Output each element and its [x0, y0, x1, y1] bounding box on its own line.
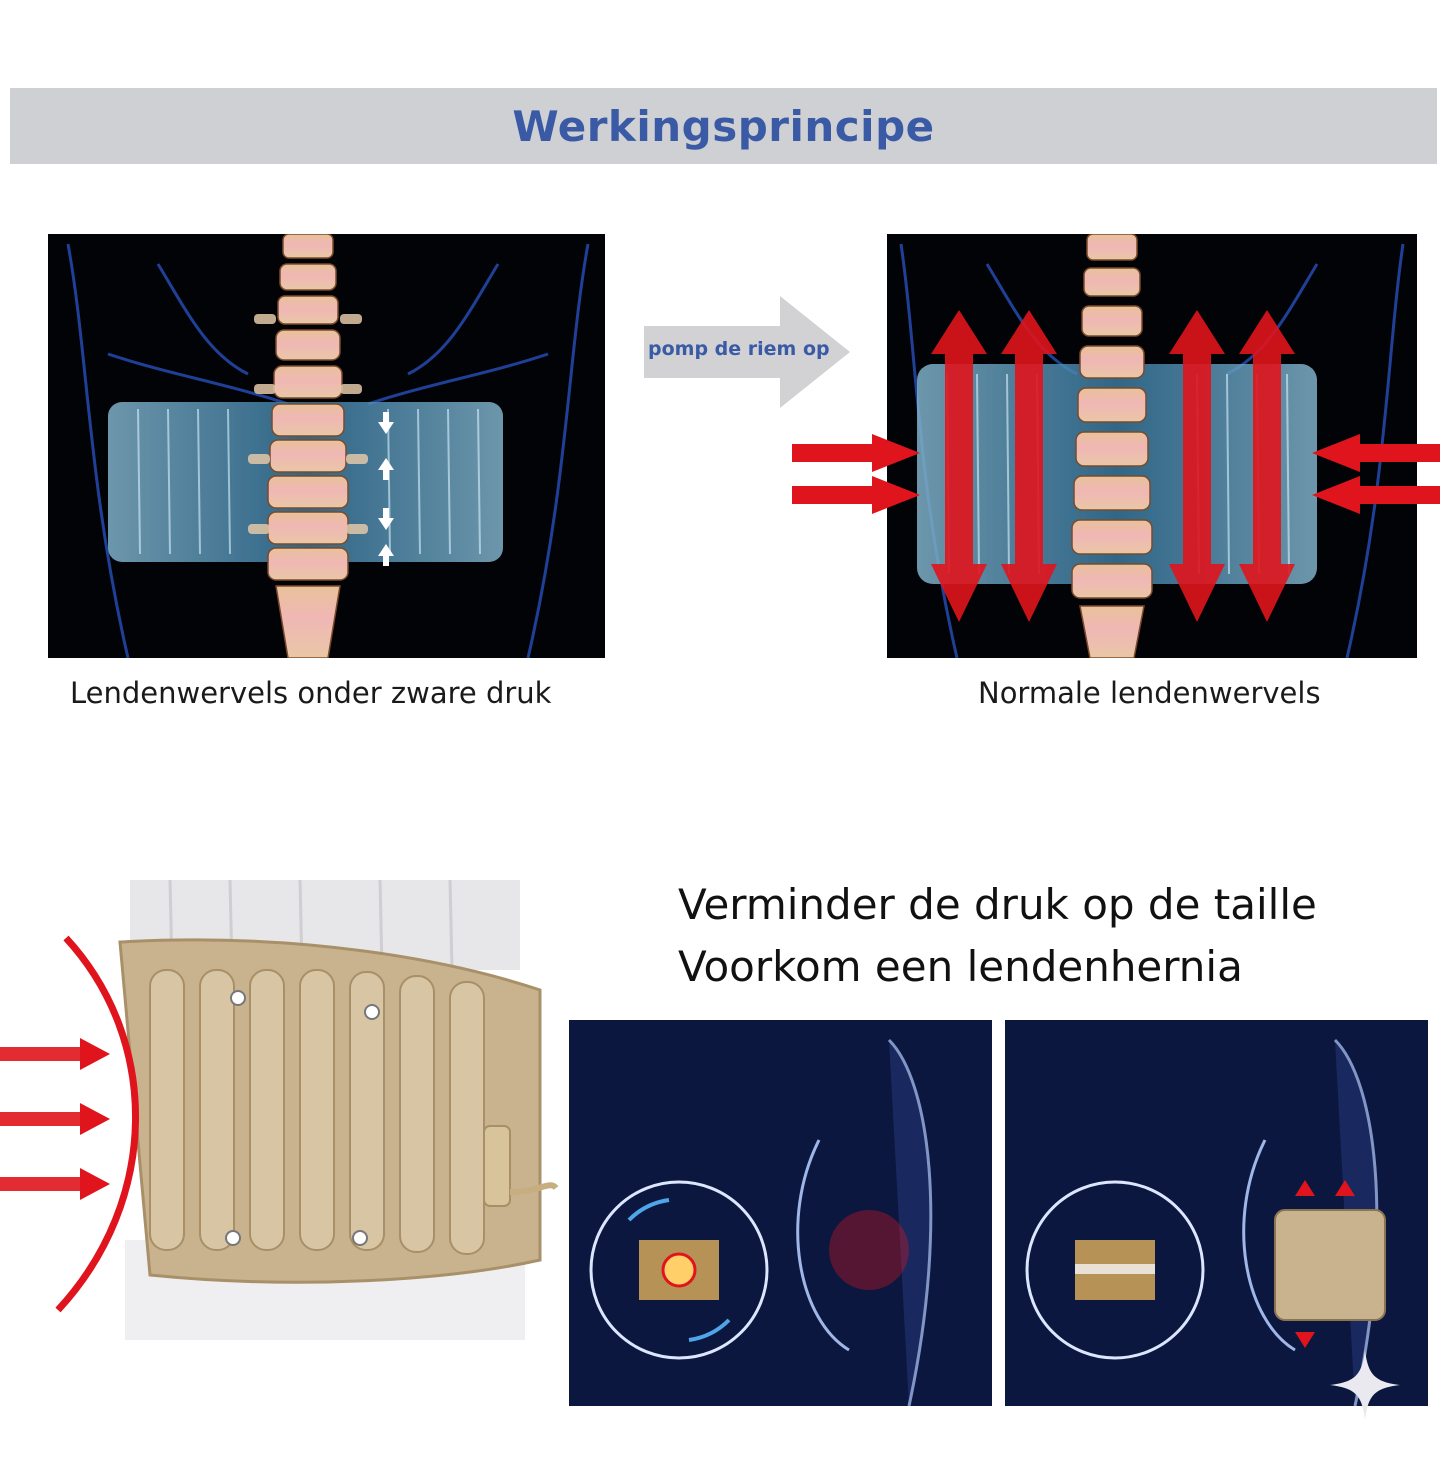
- decompress-arrows-icon: [931, 310, 1295, 622]
- pressure-arrows-icon: [378, 412, 394, 566]
- process-arrow: [644, 296, 850, 408]
- benefit-line-1: Verminder de druk op de taille: [678, 880, 1317, 929]
- inward-pressure-arrows-right: [1312, 434, 1440, 514]
- header-band: Werkingsprincipe: [10, 88, 1437, 164]
- normal-spine-image: [887, 234, 1417, 658]
- caption-compressed: Lendenwervels onder zware druk: [70, 676, 552, 710]
- sparkle-icon: [1330, 1350, 1400, 1420]
- inward-pressure-arrows-left: [792, 434, 920, 514]
- compressed-spine-image: [48, 234, 605, 658]
- benefit-line-2: Voorkom een lendenhernia: [678, 942, 1243, 991]
- belt-product-image: [0, 879, 562, 1342]
- pump-label: pomp de riem op: [648, 338, 830, 360]
- page-title: Werkingsprincipe: [512, 101, 935, 151]
- belt-support-illustration: [1005, 1020, 1428, 1406]
- spine-pressure-illustration: [569, 1020, 992, 1406]
- caption-normal: Normale lendenwervels: [978, 676, 1321, 710]
